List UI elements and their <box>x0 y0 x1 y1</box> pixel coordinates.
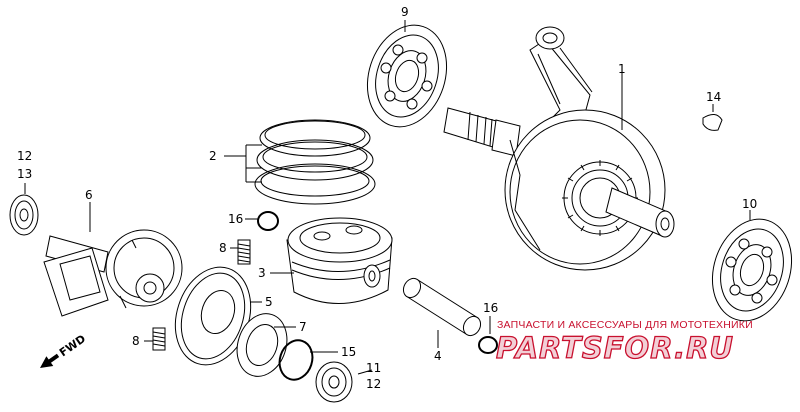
circlip-16-lower <box>478 336 498 354</box>
callout-8-lower: 8 <box>132 334 140 348</box>
piston-3 <box>286 217 393 304</box>
bearing-10 <box>711 218 793 322</box>
bearing-11 <box>315 361 353 403</box>
callout-labels: 9 1 14 10 2 3 16 8 8 5 7 15 11 12 4 16 6… <box>17 5 757 391</box>
callout-12-lower: 12 <box>366 377 381 391</box>
watermark-logo: PARTSFOR.RU <box>496 331 734 365</box>
crankshaft-1 <box>443 26 675 271</box>
callout-15: 15 <box>341 345 356 359</box>
fwd-arrow: FWD <box>40 332 88 368</box>
fwd-label: FWD <box>57 332 88 359</box>
callout-16-upper: 16 <box>228 212 243 226</box>
watermark: ЗАПЧАСТИ И АКСЕССУАРЫ ДЛЯ МОТОТЕХНИКИ PA… <box>495 319 753 366</box>
arrow-icon <box>40 353 60 368</box>
callout-3: 3 <box>258 266 266 280</box>
spring-8-lower <box>152 327 166 351</box>
callout-7: 7 <box>299 320 307 334</box>
callout-1: 1 <box>618 62 626 76</box>
callout-11: 11 <box>366 361 381 375</box>
piston-rings-2 <box>254 119 376 205</box>
snap-ring-15 <box>278 339 314 381</box>
bearing-13 <box>9 194 39 236</box>
callout-6: 6 <box>85 188 93 202</box>
callout-5: 5 <box>265 295 273 309</box>
callout-13: 13 <box>17 167 32 181</box>
bearing-9 <box>366 24 448 128</box>
balancer-shaft-6 <box>43 229 183 317</box>
callout-10: 10 <box>742 197 757 211</box>
leader-lines <box>24 20 751 375</box>
callout-4: 4 <box>434 349 442 363</box>
callout-2: 2 <box>209 149 217 163</box>
callout-9: 9 <box>401 5 409 19</box>
callout-8-upper: 8 <box>219 241 227 255</box>
washer-7 <box>236 313 288 377</box>
spring-8-upper <box>237 239 251 265</box>
callout-16-lower: 16 <box>483 301 498 315</box>
piston-pin-4 <box>402 277 482 337</box>
callout-12-upper: 12 <box>17 149 32 163</box>
watermark-subtitle: ЗАПЧАСТИ И АКСЕССУАРЫ ДЛЯ МОТОТЕХНИКИ <box>497 319 753 331</box>
callout-14: 14 <box>706 90 721 104</box>
key-14 <box>702 114 723 131</box>
circlip-16-upper <box>257 211 279 231</box>
gear-5 <box>174 266 252 366</box>
